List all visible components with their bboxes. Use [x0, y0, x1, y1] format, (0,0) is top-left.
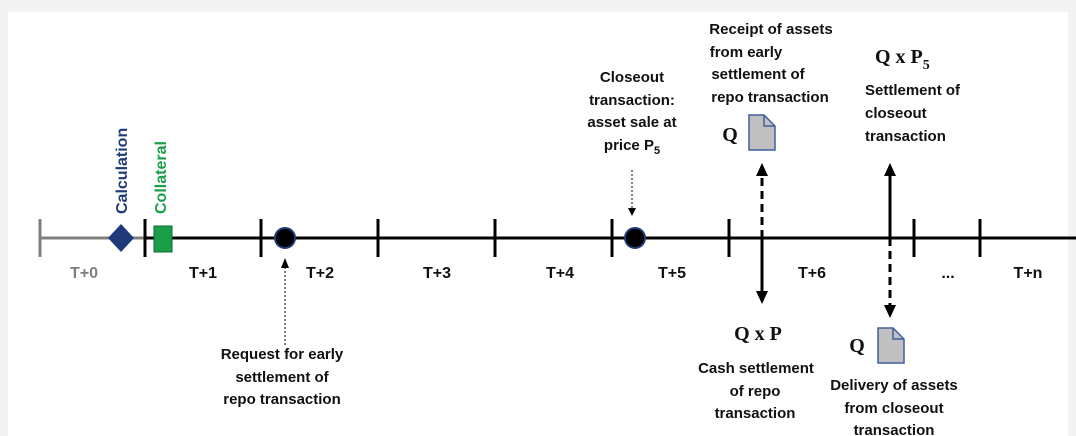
settlement-formula: Q x P5 [875, 46, 930, 73]
receipt-document-icon [748, 114, 776, 151]
closeout-line2: transaction: [589, 92, 675, 109]
receipt-document-fold-icon [763, 115, 775, 127]
closeout-line4: price P5 [604, 137, 660, 157]
receipt-line1: Receipt of assets [709, 21, 832, 38]
cash-line3: transaction [715, 405, 796, 422]
settlement-line2: closeout [865, 105, 927, 122]
receipt-arrowhead-icon [756, 163, 768, 176]
period-label-t4: T+4 [546, 265, 574, 282]
cash-line1: Cash settlement [698, 360, 814, 377]
period-label-tn: T+n [1014, 265, 1043, 282]
closeout-arrowhead-icon [628, 208, 636, 216]
period-label-ellipsis: ... [941, 265, 954, 282]
delivery-line3: transaction [854, 422, 935, 436]
delivery-arrowhead-icon [884, 305, 896, 318]
receipt-line4: repo transaction [711, 89, 829, 106]
cash-line2: of repo [730, 383, 781, 400]
request-event-circle-icon [274, 227, 296, 249]
request-line3: repo transaction [223, 391, 341, 408]
closeout-event-circle-icon [624, 227, 646, 249]
delivery-document-icon [877, 327, 905, 364]
delivery-q-label: Q [849, 335, 865, 357]
delivery-line2: from closeout [844, 400, 943, 417]
delivery-line1: Delivery of assets [830, 377, 958, 394]
request-arrowhead-icon [281, 258, 289, 268]
period-label-t2: T+2 [306, 265, 334, 282]
receipt-q-label: Q [722, 124, 738, 146]
settlement-line1: Settlement of [865, 82, 961, 99]
receipt-line2: from early [710, 44, 783, 61]
period-label-t1: T+1 [189, 265, 217, 282]
closeout-price-sub: 5 [654, 145, 660, 157]
period-label-t3: T+3 [423, 265, 451, 282]
calculation-label: Calculation [114, 128, 131, 214]
request-line1: Request for early [221, 346, 344, 363]
cash-formula: Q x P [734, 323, 782, 345]
settlement-arrowhead-icon [884, 163, 896, 176]
period-label-t6: T+6 [798, 265, 826, 282]
receipt-line3: settlement of [711, 66, 805, 83]
collateral-label: Collateral [153, 141, 170, 214]
collateral-square-icon [153, 225, 173, 253]
period-label-t0: T+0 [70, 265, 98, 282]
settlement-line3: transaction [865, 128, 946, 145]
delivery-document-fold-icon [892, 328, 904, 340]
settlement-formula-sub: 5 [923, 58, 930, 73]
cash-arrowhead-icon [756, 291, 768, 304]
period-label-t5: T+5 [658, 265, 686, 282]
settlement-formula-prefix: Q x P [875, 46, 923, 68]
request-line2: settlement of [235, 369, 329, 386]
calculation-diamond-icon [108, 224, 134, 252]
closeout-line1: Closeout [600, 69, 664, 86]
closeout-line3: asset sale at [587, 114, 676, 131]
closeout-price-prefix: price P [604, 137, 654, 154]
